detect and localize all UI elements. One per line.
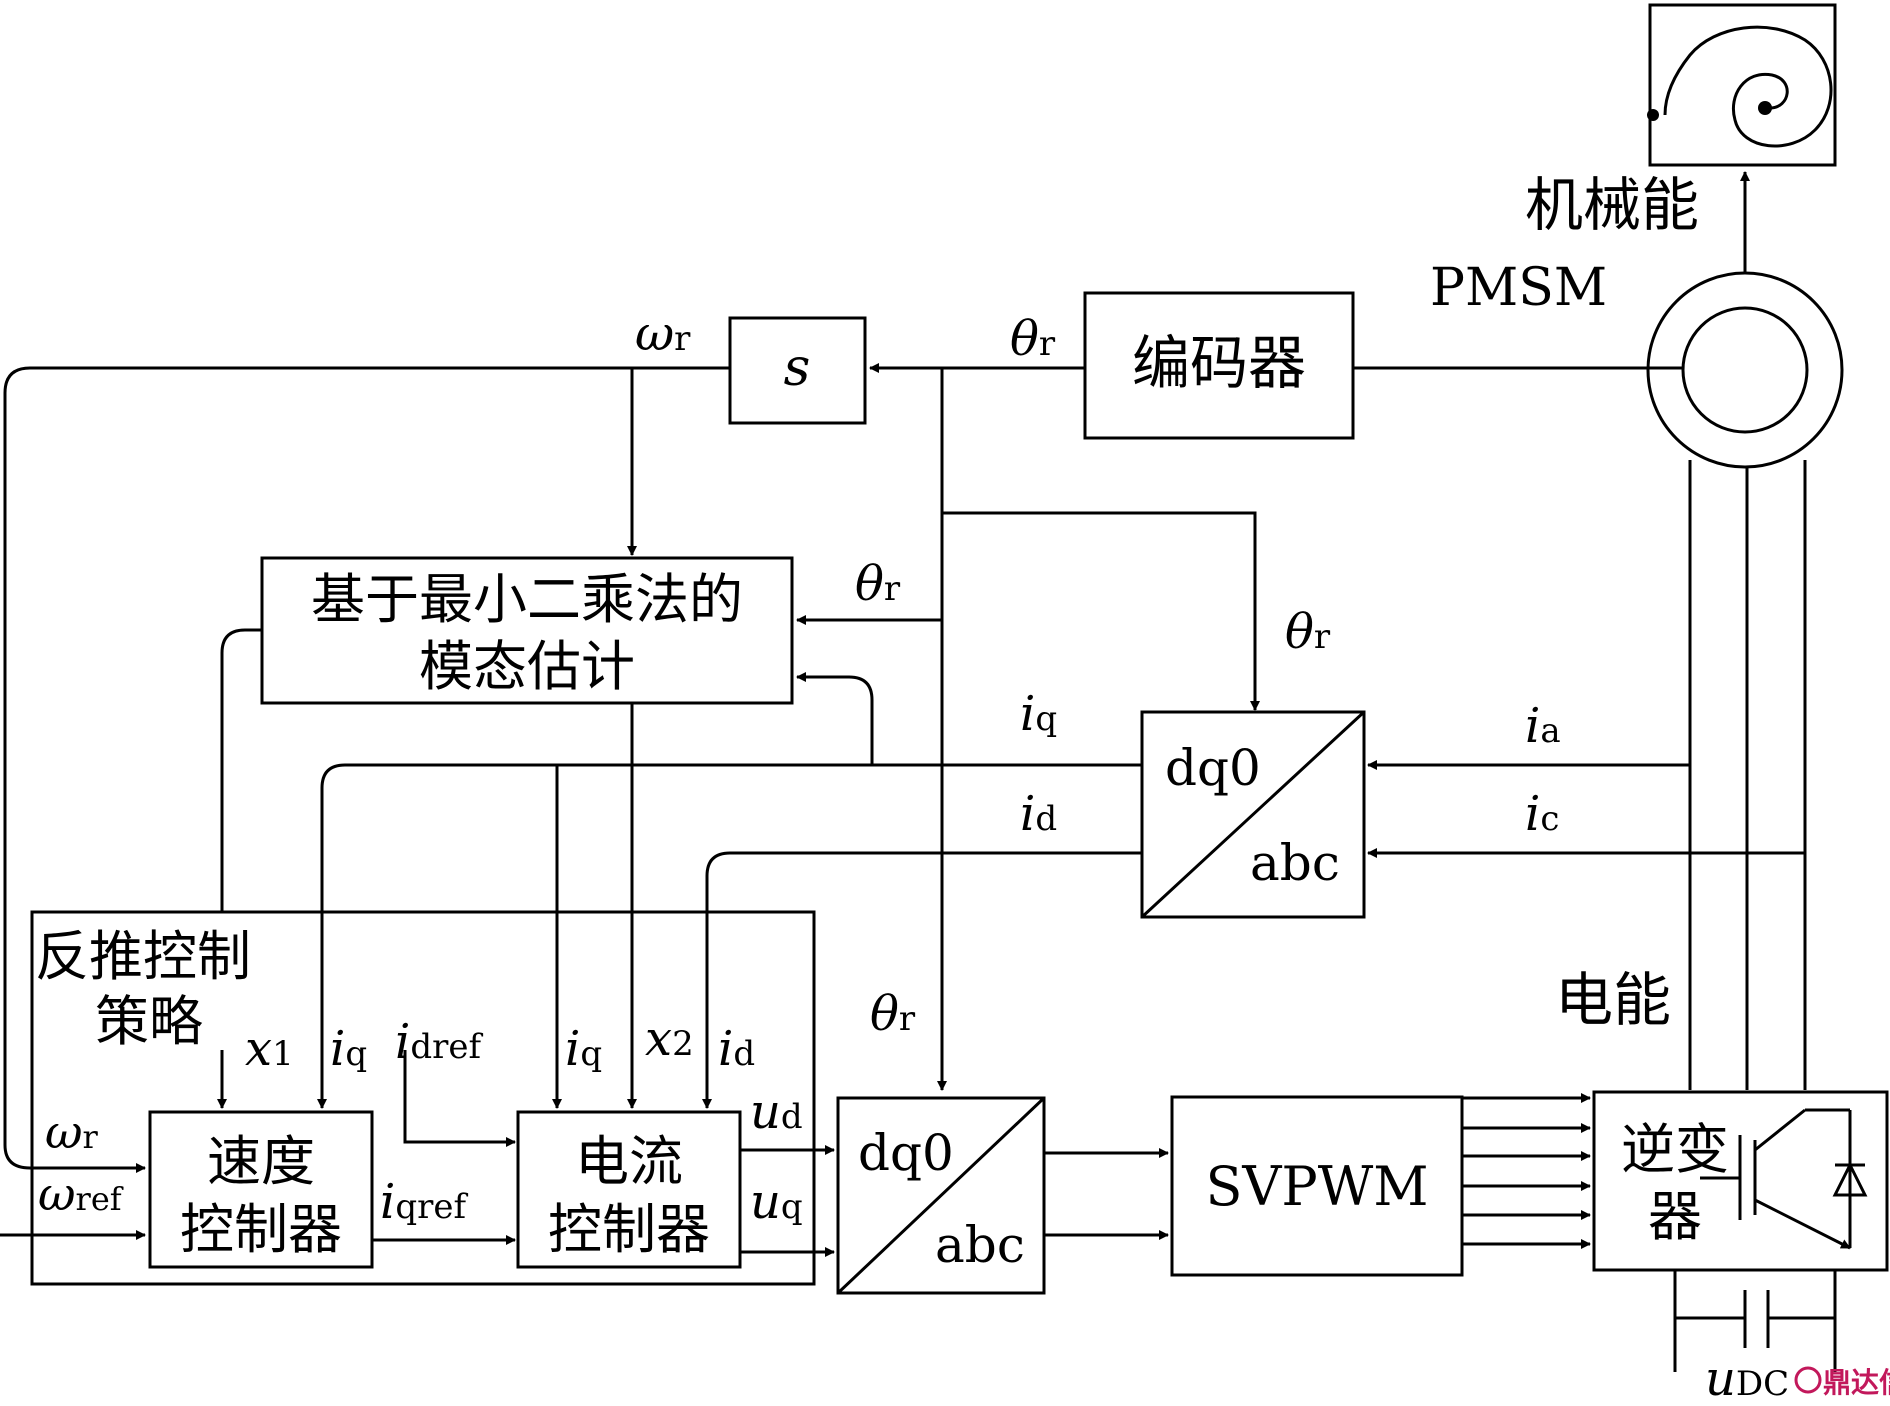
omega-r-input-label: ωr	[45, 1105, 99, 1159]
differentiator-label: s	[784, 338, 811, 398]
iq-speed-label: iq	[330, 1021, 367, 1077]
x2-label: x2	[645, 1011, 694, 1067]
svpwm-block	[1170, 1095, 1464, 1277]
backstepping-strategy-region	[30, 910, 816, 1286]
iq-upper-label: iq	[1020, 686, 1057, 742]
backstepping-label-line1: 反推控制	[35, 925, 251, 988]
speed-controller-line2: 控制器	[180, 1198, 342, 1261]
pmsm-motor	[1646, 271, 1844, 469]
electrical-energy-label: 电能	[1555, 966, 1671, 1034]
dq0-to-abc-transform-block	[836, 1096, 1046, 1295]
current-controller-block	[516, 1110, 742, 1269]
inverter-label-line1: 逆变	[1621, 1118, 1729, 1181]
ia-label: ia	[1525, 698, 1561, 754]
omega-r-top-label: ωr	[635, 306, 691, 362]
watermark-logo: 鼎达信	[1794, 1366, 1890, 1399]
udc-label: uDC	[1705, 1351, 1789, 1406]
theta-r-estimator-label: θr	[855, 556, 901, 612]
encoder-block	[1083, 291, 1355, 440]
theta-r-encoder-label: θr	[1010, 311, 1056, 367]
id-upper-label: id	[1020, 786, 1057, 842]
theta-r-lower-dq0-label: θr	[870, 986, 916, 1042]
idref-label: idref	[395, 1014, 483, 1070]
estimator-label-line1: 基于最小二乘法的	[311, 568, 743, 631]
estimator-label-line2: 模态估计	[419, 635, 635, 698]
iq-current-label: iq	[565, 1021, 602, 1077]
dc-bus-capacitor	[1673, 1270, 1837, 1372]
mechanical-load	[1647, 3, 1837, 167]
inverter-block	[1592, 1090, 1889, 1272]
theta-r-upper-dq0-label: θr	[1285, 604, 1331, 660]
current-controller-line1: 电流	[575, 1130, 683, 1193]
speed-controller-block	[148, 1110, 374, 1269]
pmsm-label: PMSM	[1430, 258, 1607, 318]
uq-label: uq	[750, 1174, 803, 1230]
lower-abc-label: abc	[935, 1216, 1025, 1274]
id-current-label: id	[718, 1021, 755, 1077]
mechanical-energy-label: 机械能	[1525, 171, 1699, 239]
gate-signal-lines	[1462, 1093, 1591, 1249]
encoder-label: 编码器	[1132, 329, 1306, 397]
speed-controller-line1: 速度	[207, 1130, 315, 1193]
ic-label: ic	[1525, 786, 1559, 842]
lower-dq0-label: dq0	[858, 1124, 954, 1182]
backstepping-label-line2: 策略	[95, 990, 203, 1053]
svg-text:鼎达信: 鼎达信	[1823, 1366, 1890, 1399]
omega-ref-input-label: ωref	[38, 1167, 124, 1221]
differentiator-block	[728, 316, 867, 425]
upper-dq0-label: dq0	[1165, 739, 1261, 797]
iqref-label: iqref	[380, 1174, 468, 1230]
x1-label: x1	[245, 1021, 294, 1077]
inverter-label-line2: 器	[1648, 1185, 1702, 1248]
abc-to-dq0-transform-block	[1140, 710, 1366, 919]
upper-abc-label: abc	[1250, 834, 1340, 892]
current-controller-line2: 控制器	[548, 1198, 710, 1261]
ud-label: ud	[750, 1084, 803, 1140]
svpwm-label: SVPWM	[1205, 1155, 1428, 1218]
